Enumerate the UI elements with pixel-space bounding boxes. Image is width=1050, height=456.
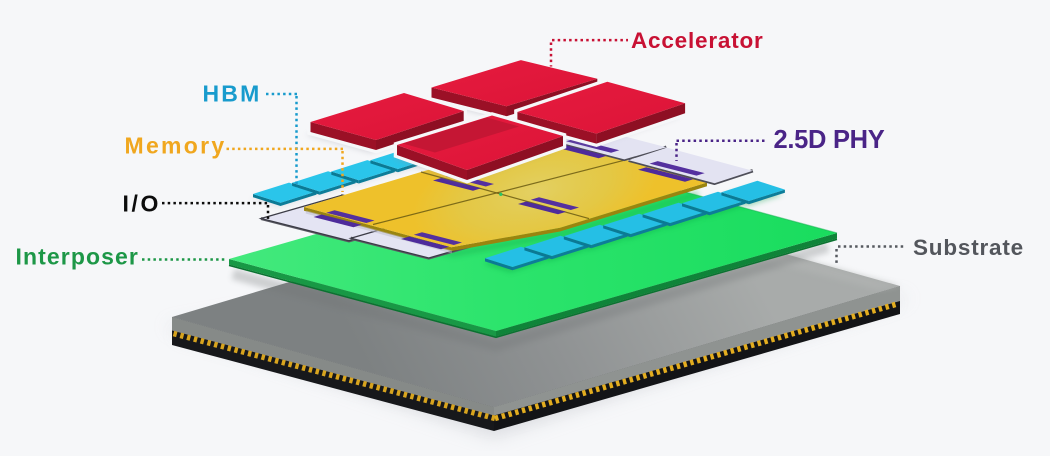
svg-text:Interposer: Interposer: [16, 244, 139, 270]
svg-text:I/O: I/O: [123, 191, 161, 217]
svg-text:HBM: HBM: [203, 81, 262, 107]
svg-text:Substrate: Substrate: [913, 235, 1024, 260]
svg-text:2.5D PHY: 2.5D PHY: [774, 126, 885, 154]
svg-text:Memory: Memory: [125, 133, 227, 159]
svg-text:Accelerator: Accelerator: [631, 28, 764, 53]
